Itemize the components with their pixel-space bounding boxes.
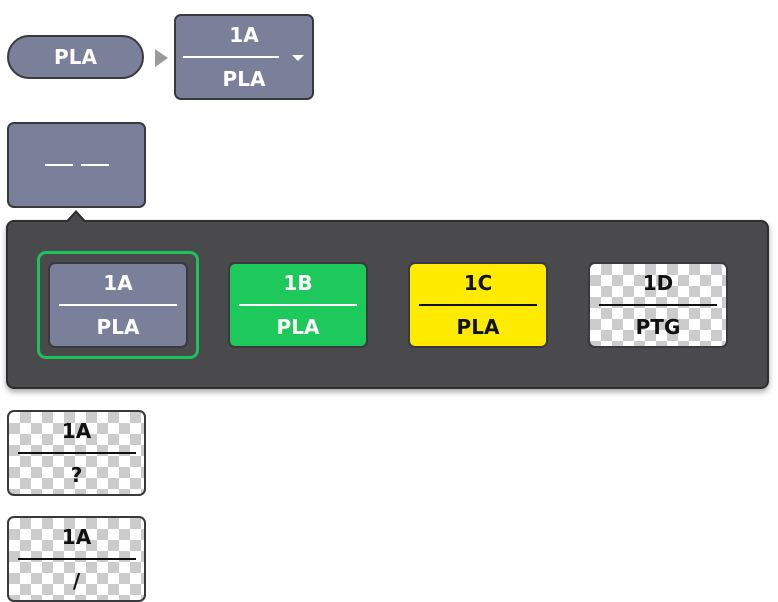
selected-indicator <box>37 251 199 359</box>
slot-option-material: PTG <box>635 315 681 339</box>
slot-dropdown-material: PLA <box>222 67 266 91</box>
slot-option-slot: 1C <box>463 271 493 295</box>
divider <box>17 452 136 454</box>
slot-option-slot: 1A <box>103 271 133 295</box>
slot-option-material: PLA <box>96 315 140 339</box>
slot-card-slot: 1A <box>61 525 92 549</box>
slot-option-material: PLA <box>456 315 500 339</box>
divider <box>599 304 717 306</box>
slot-option-1c[interactable]: 1C PLA <box>408 262 548 348</box>
slot-option-material: PLA <box>276 315 320 339</box>
slot-dropdown[interactable]: 1A PLA <box>174 14 314 100</box>
popup-pointer-fill <box>68 213 84 222</box>
empty-slot-card[interactable] <box>7 122 146 208</box>
divider <box>17 558 136 560</box>
slot-option-1b[interactable]: 1B PLA <box>228 262 368 348</box>
slot-option-slot: 1D <box>642 271 674 295</box>
arrow-right-icon <box>155 49 168 67</box>
slot-card-material: / <box>72 569 81 593</box>
slot-option-1a[interactable]: 1A PLA <box>48 262 188 348</box>
divider <box>183 56 279 58</box>
slot-card-none[interactable]: 1A / <box>7 516 146 602</box>
empty-dash <box>44 164 73 166</box>
slot-dropdown-slot: 1A <box>229 23 259 47</box>
slot-card-slot: 1A <box>61 419 92 443</box>
material-pill-label: PLA <box>54 45 97 69</box>
slot-card-unknown[interactable]: 1A ? <box>7 410 146 496</box>
divider <box>239 304 357 306</box>
chevron-down-icon <box>292 55 304 61</box>
divider <box>59 304 177 306</box>
material-pill[interactable]: PLA <box>7 35 144 79</box>
divider <box>419 304 537 306</box>
slot-option-slot: 1B <box>283 271 313 295</box>
empty-dash <box>80 164 109 166</box>
slot-card-material: ? <box>70 463 83 487</box>
slot-option-1d[interactable]: 1D PTG <box>588 262 728 348</box>
